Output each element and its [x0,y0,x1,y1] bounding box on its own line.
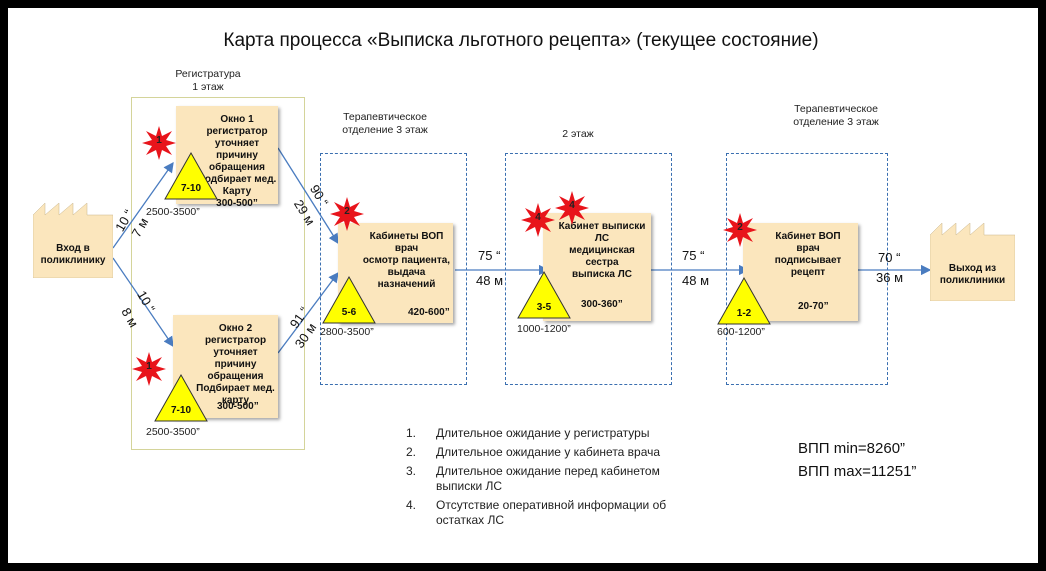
note-text: Длительное ожидание у кабинета врача [436,445,661,459]
process-pharmacy-time: 300-360” [581,299,623,310]
edge5-time: 75 “ [478,248,501,263]
exit-label: Выход из поликлиники [939,263,1006,286]
burst-icon [521,203,555,237]
note-item: 2. Длительное ожидание у кабинета врача [406,445,696,460]
process-vop-text: Кабинеты ВОП врач осмотр пациента, выдач… [362,231,451,290]
burst-window1-num: 1 [156,135,162,146]
burst-icon [723,213,757,247]
inventory-triangle-icon [154,373,208,422]
triangle-pharmacy-value: 3-5 [536,302,552,313]
note-num: 4. [406,498,417,512]
note-text: Длительное ожидание у регистратуры [436,426,650,440]
page-title: Карта процесса «Выписка льготного рецепт… [223,30,819,51]
burst-pharmacy-2: 4 [555,191,589,225]
burst-window2-num: 1 [146,361,152,372]
entry-factory: Вход в поликлинику [32,202,114,279]
process-vop2-time: 20-70” [798,301,829,312]
therapy-zone-2-label: Терапевтическое отделение 3 этаж [793,103,879,128]
triangle-vop-value: 5-6 [341,307,357,318]
burst-pharmacy-1-num: 4 [535,212,541,223]
wait-window2: 2500-3500” [146,426,200,438]
wait-pharmacy: 1000-1200” [517,323,571,335]
registry-zone-label: Регистратура 1 этаж [175,68,241,93]
process-pharmacy-text: Кабинет выписки ЛС медицинская сестра вы… [558,221,646,280]
edge6-dist: 48 м [682,273,710,288]
therapy-zone-1-label: Терапевтическое отделение 3 этаж [342,111,428,136]
burst-vop-num: 2 [344,206,350,217]
note-num: 1. [406,426,417,440]
process-vop2-text: Кабинет ВОП врач подписывает рецепт [774,231,842,278]
inventory-triangle-icon [517,270,571,319]
process-window1-text: Окно 1 регистратор уточняет причину обра… [197,114,277,209]
therapy-zone-2 [726,153,888,385]
process-window2-text: Окно 2 регистратор уточняет причину обра… [196,323,275,406]
process-window2-time: 300-500” [217,401,259,412]
triangle-vop2-value: 1-2 [736,308,752,319]
floor2-zone-label: 2 этаж [562,128,594,140]
burst-icon [555,191,589,225]
flow-arrows [112,147,932,354]
note-num: 3. [406,464,417,478]
edge6-time: 75 “ [682,248,705,263]
process-map-canvas: Карта процесса «Выписка льготного рецепт… [8,8,1038,563]
vpp-max: ВПП max=11251” [798,463,917,480]
edge7-time: 70 “ [878,250,901,265]
triangle-window2: 7-10 [153,373,209,423]
entry-label: Вход в поликлинику [40,243,106,266]
arrow-entry-window2 [112,257,174,348]
triangle-window2-value: 7-10 [170,405,191,416]
notes-list: 1. Длительное ожидание у регистратуры 2. Д… [406,426,696,532]
triangle-window1-value: 7-10 [180,183,201,194]
inventory-triangle-icon [164,151,218,200]
burst-icon [132,352,166,386]
burst-window1: 1 [142,126,176,160]
vpp-min: ВПП min=8260” [798,440,906,457]
wait-vop: 2800-3500” [320,326,374,338]
process-vop2: Кабинет ВОП врач подписывает рецепт 20-7… [743,223,858,321]
arrow-entry-window1 [112,161,174,249]
note-item: 3. Длительное ожидание перед кабинетом вы… [406,464,696,494]
floor2-zone [505,153,672,385]
registry-zone [131,97,305,450]
therapy-zone-1 [320,153,467,385]
exit-factory: Выход из поликлиники [929,222,1016,302]
note-num: 2. [406,445,417,459]
burst-vop2: 2 [723,213,757,247]
burst-pharmacy-2-num: 4 [569,200,575,211]
note-text: Отсутствие оперативной информации об ост… [436,498,667,527]
inventory-triangle-icon [717,276,771,325]
burst-vop: 2 [330,197,364,231]
edge7-dist: 36 м [876,270,904,285]
wait-window1: 2500-3500” [146,206,200,218]
burst-icon [330,197,364,231]
triangle-window1: 7-10 [163,151,219,201]
triangle-pharmacy: 3-5 [516,270,572,320]
note-text: Длительное ожидание перед кабинетом выпи… [436,464,660,493]
edge5-dist: 48 м [476,273,504,288]
process-window2: Окно 2 регистратор уточняет причину обра… [173,315,278,418]
wait-vop2: 600-1200” [717,326,765,338]
triangle-vop2: 1-2 [716,276,772,326]
note-item: 1. Длительное ожидание у регистратуры [406,426,696,441]
inventory-triangle-icon [322,275,376,324]
burst-window2: 1 [132,352,166,386]
triangle-vop: 5-6 [321,275,377,325]
burst-pharmacy-1: 4 [521,203,555,237]
arrow-window1-vop [277,147,339,245]
factory-icon [929,222,1016,302]
process-vop-time: 420-600” [408,307,450,318]
note-item: 4. Отсутствие оперативной информации об о… [406,498,696,528]
burst-icon [142,126,176,160]
arrow-window2-vop [277,271,339,354]
burst-vop2-num: 2 [737,222,743,233]
